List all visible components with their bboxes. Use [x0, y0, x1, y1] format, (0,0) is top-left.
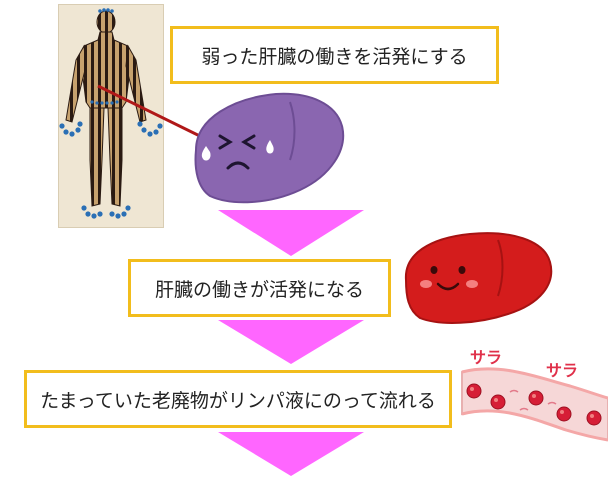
pointer-line [97, 84, 213, 144]
step-1-box: 弱った肝臓の働きを活発にする [170, 26, 499, 84]
step-3-box: たまっていた老廃物がリンパ液にのって流れる [24, 370, 452, 428]
step-3-text: たまっていた老廃物がリンパ液にのって流れる [40, 389, 436, 412]
step-1-text: 弱った肝臓の働きを活発にする [201, 45, 468, 68]
step-2-box: 肝臓の働きが活発になる [128, 259, 391, 317]
sfx-left: サラ [470, 348, 502, 367]
sfx-right: サラ [546, 361, 578, 380]
step-2-text: 肝臓の働きが活発になる [154, 278, 364, 301]
